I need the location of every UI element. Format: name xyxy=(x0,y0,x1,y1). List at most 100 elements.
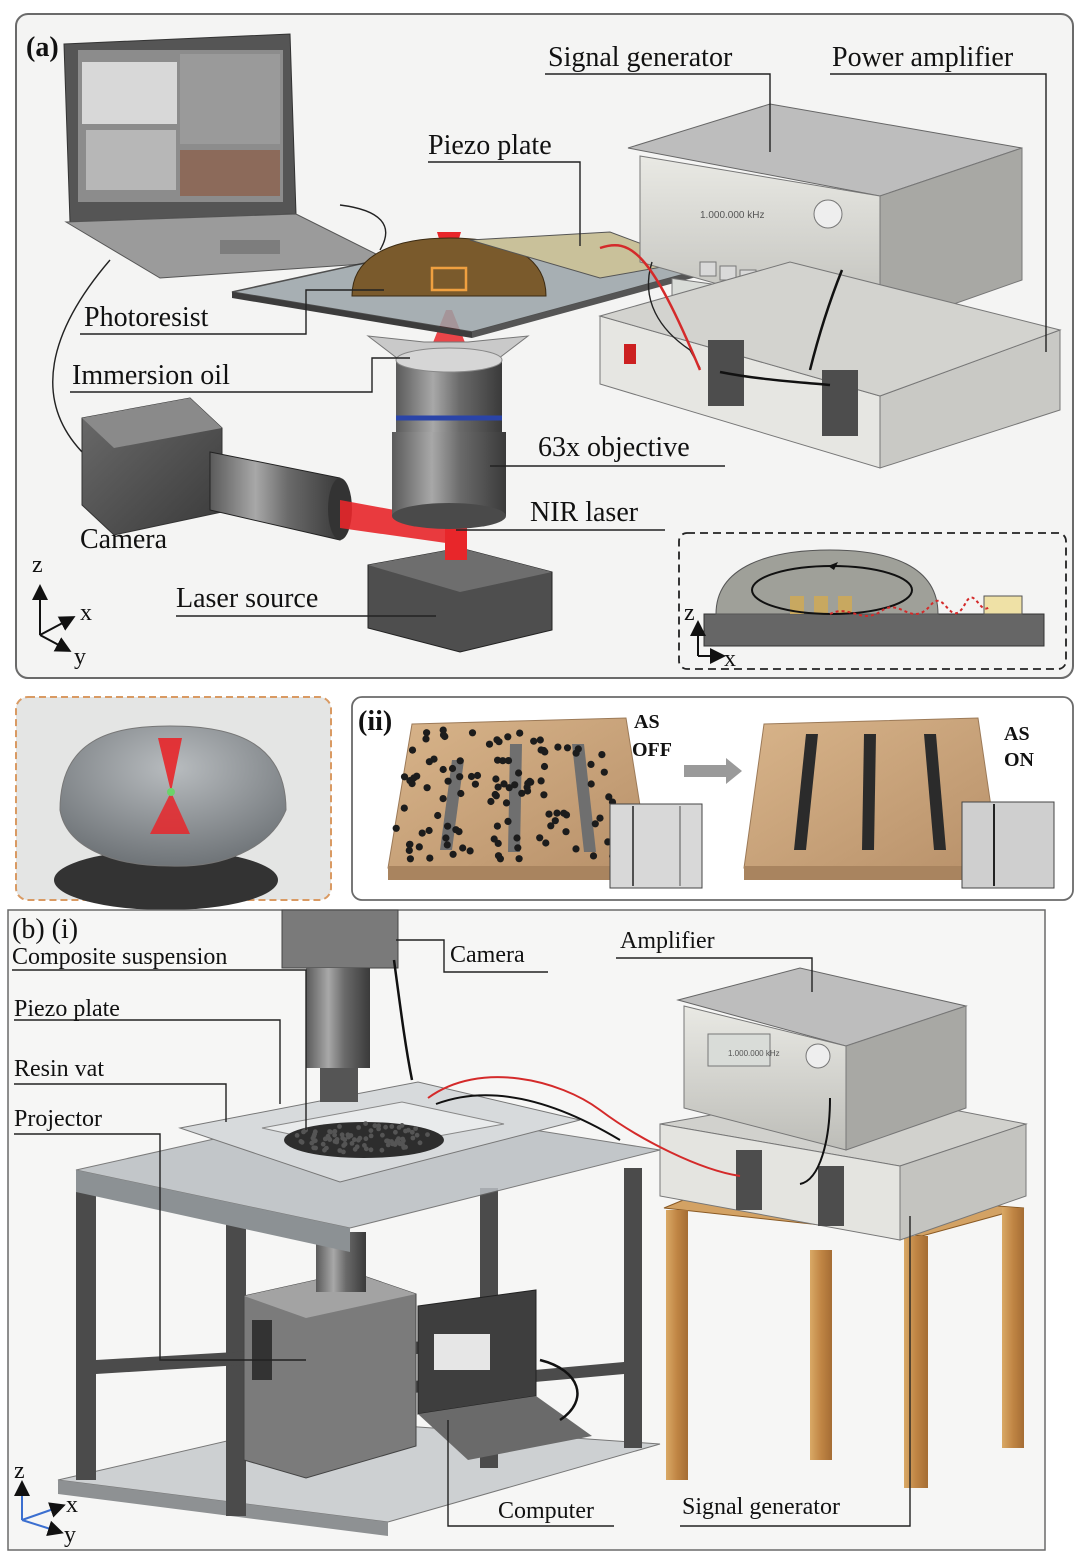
particle xyxy=(312,1129,318,1135)
dome-zoom-inset xyxy=(15,696,332,910)
particle xyxy=(516,729,524,737)
label-camera-b: Camera xyxy=(450,942,525,968)
label-amplifier: Amplifier xyxy=(620,928,715,954)
axes-triad-a: z x y xyxy=(32,552,92,670)
particle xyxy=(400,804,408,812)
particle xyxy=(368,1147,374,1153)
laser-source-illustration xyxy=(367,547,553,653)
projector-illustration xyxy=(243,1232,417,1479)
panel-b: (b) (i) xyxy=(7,909,1046,1551)
particle xyxy=(337,1124,342,1129)
axes-triad-b: z x y xyxy=(14,1458,78,1548)
particle xyxy=(410,1135,416,1141)
particle xyxy=(572,845,580,853)
particle xyxy=(405,840,414,849)
particle xyxy=(605,793,613,801)
particle xyxy=(554,743,562,751)
particle xyxy=(320,1141,326,1147)
particle xyxy=(487,797,495,806)
particle xyxy=(540,791,548,799)
leader-signal-generator-b xyxy=(680,1216,911,1527)
leader-piezo-plate-b xyxy=(14,1019,281,1104)
particle xyxy=(515,769,523,777)
particle xyxy=(332,1139,338,1144)
label-photoresist: Photoresist xyxy=(84,302,209,333)
particle xyxy=(589,852,598,860)
particle xyxy=(491,790,499,799)
particle xyxy=(400,1136,406,1142)
particle xyxy=(324,1145,329,1151)
particle xyxy=(560,809,568,817)
particle xyxy=(540,762,549,771)
particle xyxy=(542,839,550,847)
particle xyxy=(492,775,500,783)
particle xyxy=(541,748,549,756)
particle xyxy=(405,846,413,855)
particle xyxy=(449,850,457,858)
inset-axis-x: x xyxy=(724,646,736,672)
particle xyxy=(511,781,519,789)
particle xyxy=(422,735,430,743)
particle xyxy=(456,773,464,781)
particle xyxy=(518,789,526,797)
particle xyxy=(356,1125,361,1130)
particle xyxy=(493,822,501,830)
leader-amplifier xyxy=(616,957,813,992)
label-camera-a: Camera xyxy=(80,524,168,555)
particle xyxy=(413,1126,418,1131)
leader-power-amplifier xyxy=(830,73,1047,352)
label-piezo-plate-b: Piezo plate xyxy=(14,996,120,1022)
particle xyxy=(426,854,434,862)
label-signal-generator: Signal generator xyxy=(548,42,733,73)
particle xyxy=(444,777,452,785)
particle xyxy=(468,729,477,737)
particle xyxy=(393,1129,398,1135)
particle xyxy=(396,1125,402,1130)
axis-y-b: y xyxy=(64,1522,76,1548)
axis-x-b: x xyxy=(66,1492,78,1518)
particle xyxy=(312,1138,318,1144)
label-nir-laser: NIR laser xyxy=(530,497,639,528)
acoustic-streaming-inset: z x xyxy=(678,532,1067,672)
label-computer: Computer xyxy=(498,1498,594,1524)
particle xyxy=(380,1132,385,1138)
state-on-line1: AS xyxy=(1004,723,1030,745)
particle xyxy=(448,764,457,773)
panel-a-tag: (a) xyxy=(26,32,59,63)
particle xyxy=(384,1138,390,1144)
leader-projector xyxy=(14,1133,306,1361)
power-amplifier-illustration xyxy=(598,261,1062,469)
leader-composite-suspension xyxy=(12,969,307,1130)
particle xyxy=(372,1123,378,1129)
particle xyxy=(417,1140,423,1146)
particle xyxy=(493,736,501,744)
particles-dispersed xyxy=(392,726,617,863)
particle xyxy=(349,1141,355,1146)
particle xyxy=(425,826,433,835)
axis-z-b: z xyxy=(14,1458,25,1484)
particle xyxy=(400,1142,405,1147)
particle xyxy=(591,820,599,828)
particle xyxy=(504,757,513,765)
axis-z-a: z xyxy=(32,552,43,578)
amplifier-b-illustration: 1.000.000 kHz xyxy=(676,967,968,1151)
particle xyxy=(400,773,409,781)
state-off-line2: OFF xyxy=(632,739,672,761)
label-piezo-plate: Piezo plate xyxy=(428,130,552,161)
camera-b-illustration xyxy=(281,909,399,1102)
leader-computer xyxy=(447,1420,614,1527)
particle xyxy=(309,1140,315,1146)
particle xyxy=(383,1124,388,1130)
particle xyxy=(494,756,502,764)
label-composite-suspension: Composite suspension xyxy=(12,944,227,970)
particle xyxy=(406,777,414,785)
particle xyxy=(500,780,508,788)
particle xyxy=(551,817,559,825)
particle xyxy=(526,777,534,786)
particle xyxy=(473,771,482,780)
particle xyxy=(418,829,426,837)
particle xyxy=(414,1132,420,1138)
particle xyxy=(439,795,447,803)
particle xyxy=(537,777,545,785)
